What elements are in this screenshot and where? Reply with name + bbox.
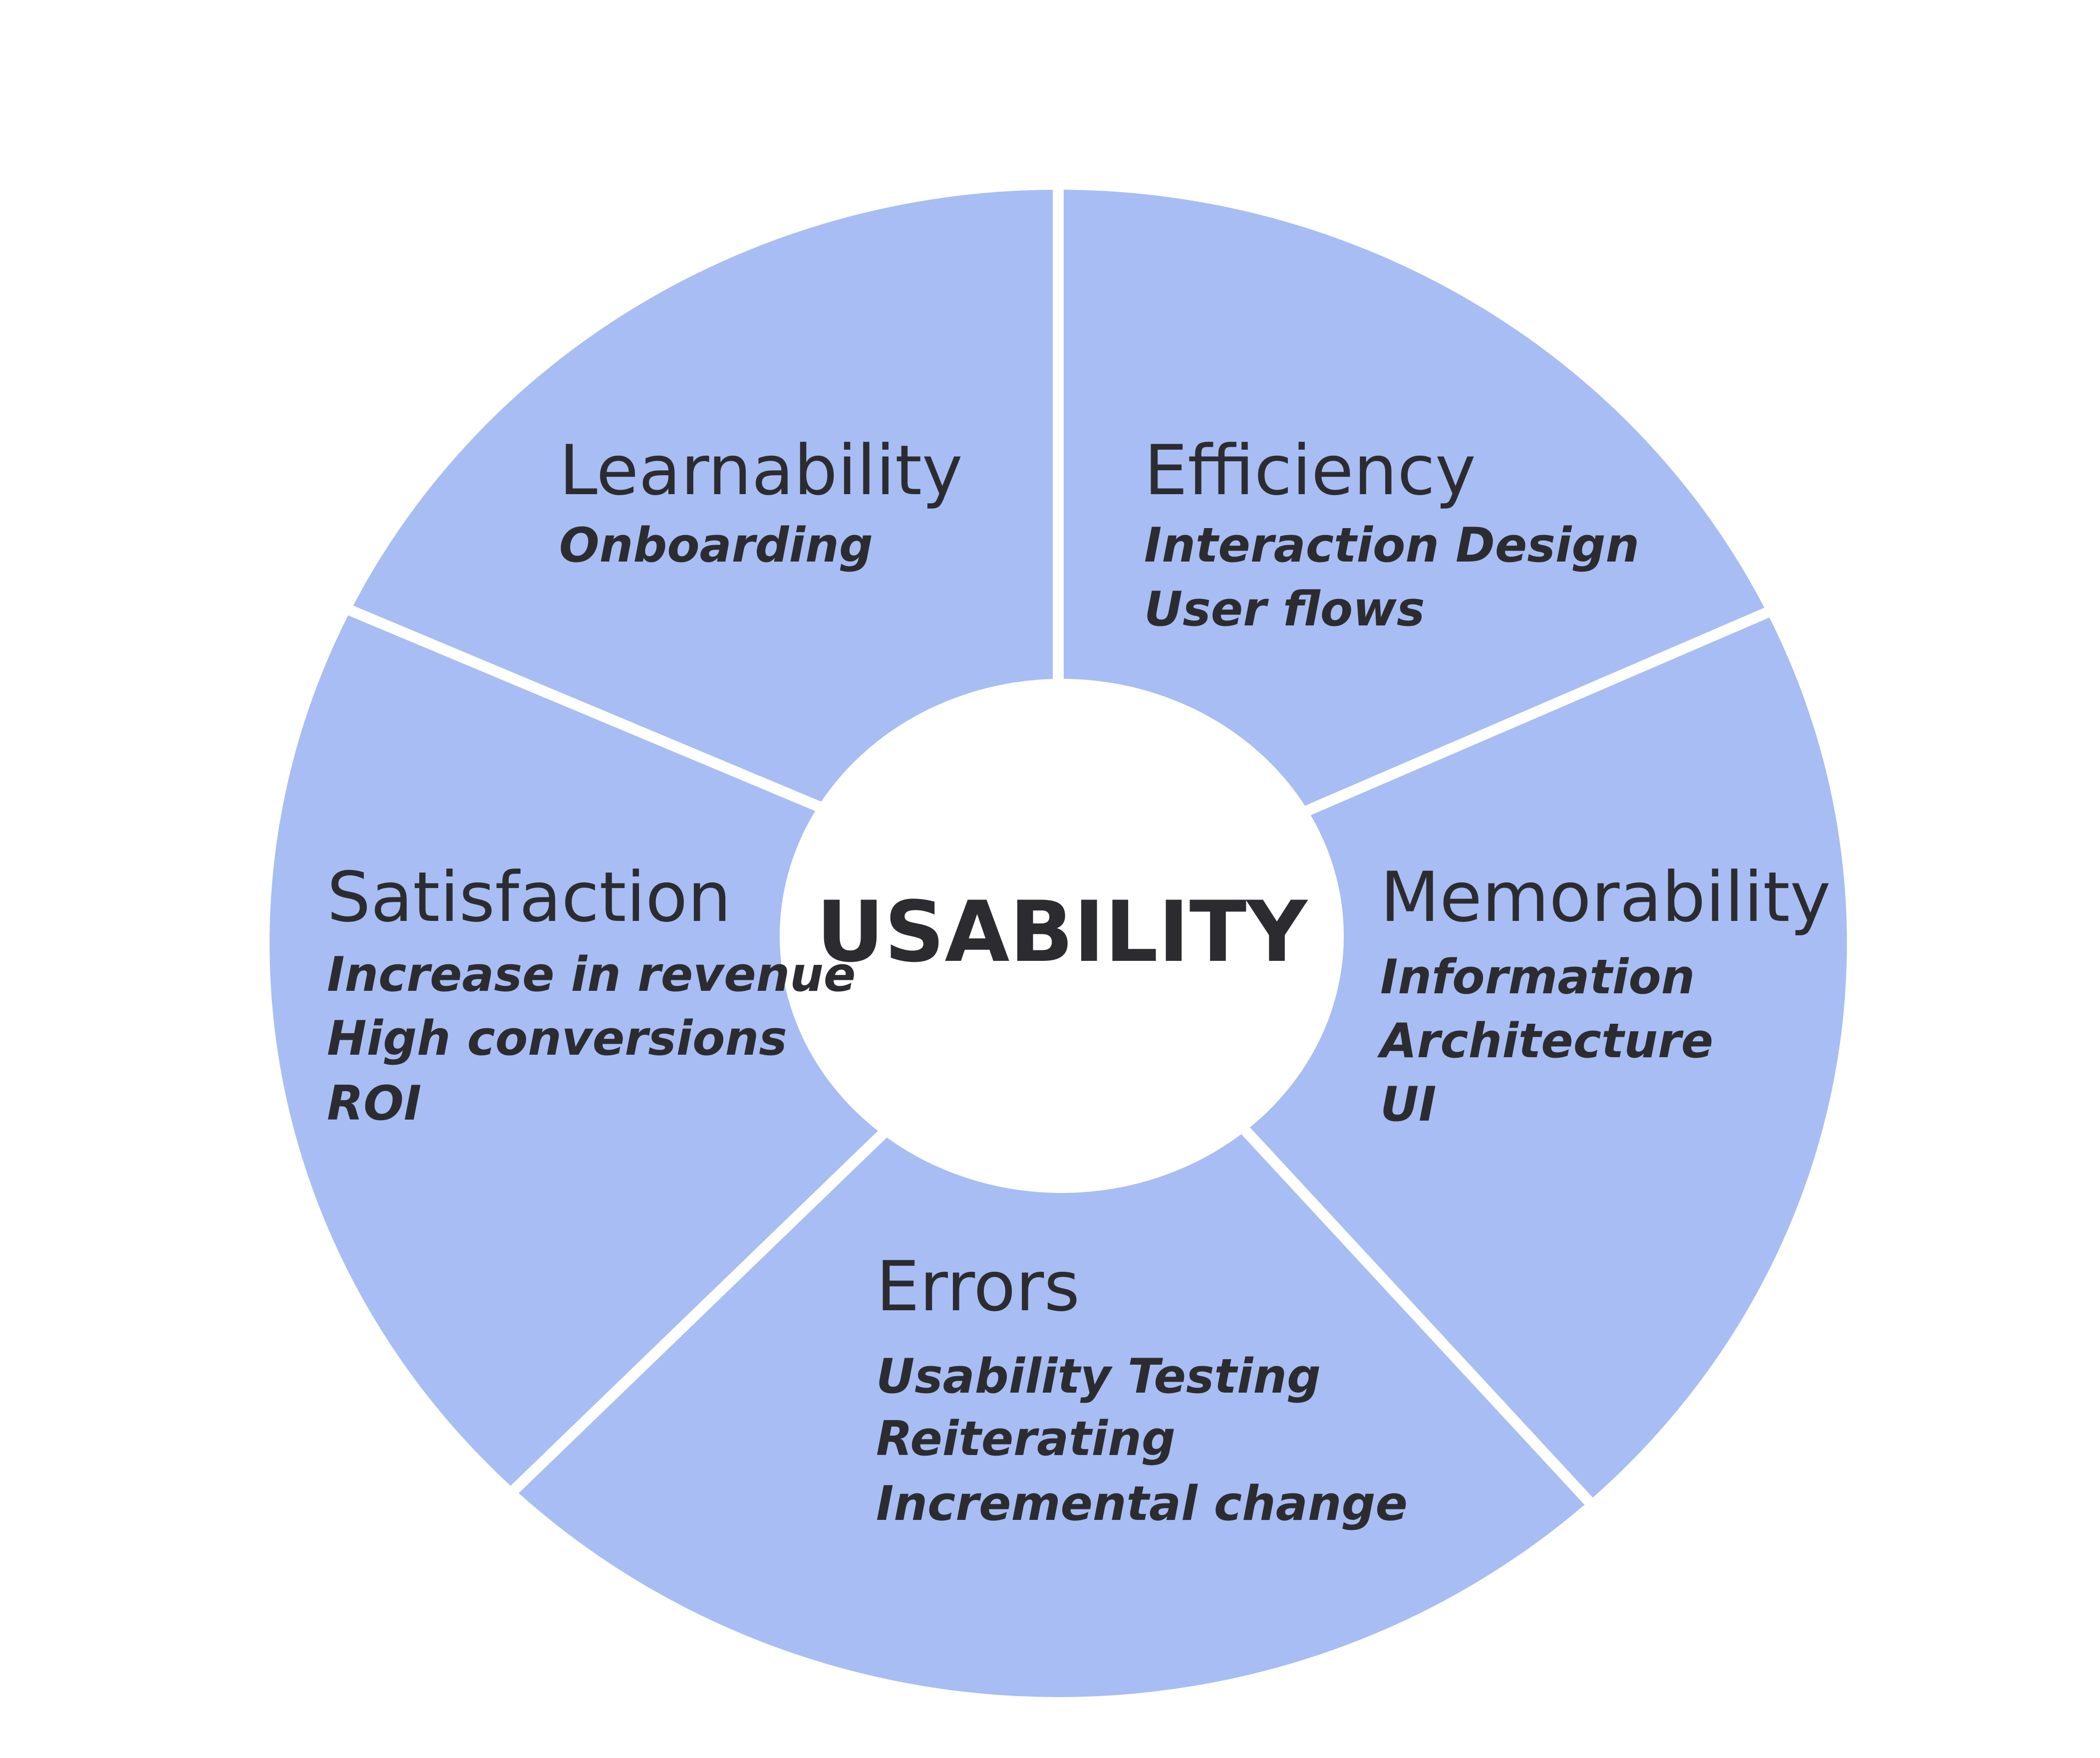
segment-satisfaction: Satisfaction Increase in revenue High co… [327, 857, 856, 1131]
segment-learnability: Learnability Onboarding [559, 430, 963, 573]
segment-item-errors-1: Usability Testing [876, 1349, 1321, 1404]
segment-title-learnability: Learnability [559, 430, 963, 511]
center-hub [780, 679, 1344, 1193]
segment-item-satisfaction-2: High conversions [327, 1011, 787, 1066]
center-label: USABILITY [816, 883, 1308, 981]
segment-item-errors-2: Reiterating [876, 1412, 1176, 1466]
segment-dividers [347, 190, 1772, 1506]
segment-item-memorability-2: Architecture [1377, 1014, 1713, 1069]
divider-lower-right [1241, 1127, 1594, 1506]
segment-memorability: Memorability Information Architecture UI [1377, 857, 1831, 1132]
segment-item-efficiency-2: User flows [1144, 582, 1425, 637]
segment-title-errors: Errors [876, 1246, 1080, 1327]
divider-lower-left [510, 1129, 888, 1494]
segment-title-satisfaction: Satisfaction [327, 857, 731, 937]
segment-item-satisfaction-3: ROI [327, 1076, 421, 1131]
segment-item-memorability-1: Information [1380, 950, 1695, 1005]
divider-upper-left [347, 604, 826, 814]
segment-item-memorability-3: UI [1380, 1077, 1437, 1132]
segment-title-efficiency: Efficiency [1144, 430, 1476, 511]
divider-upper-right [1300, 606, 1772, 818]
segment-item-learnability-1: Onboarding [559, 518, 873, 573]
segment-item-errors-3: Incremental change [876, 1476, 1408, 1531]
segment-title-memorability: Memorability [1380, 857, 1831, 937]
segment-efficiency: Efficiency Interaction Design User flows [1144, 430, 1639, 637]
segment-item-satisfaction-1: Increase in revenue [327, 947, 856, 1002]
segment-errors: Errors Usability Testing Reiterating Inc… [876, 1246, 1408, 1531]
segment-item-efficiency-1: Interaction Design [1144, 518, 1639, 573]
